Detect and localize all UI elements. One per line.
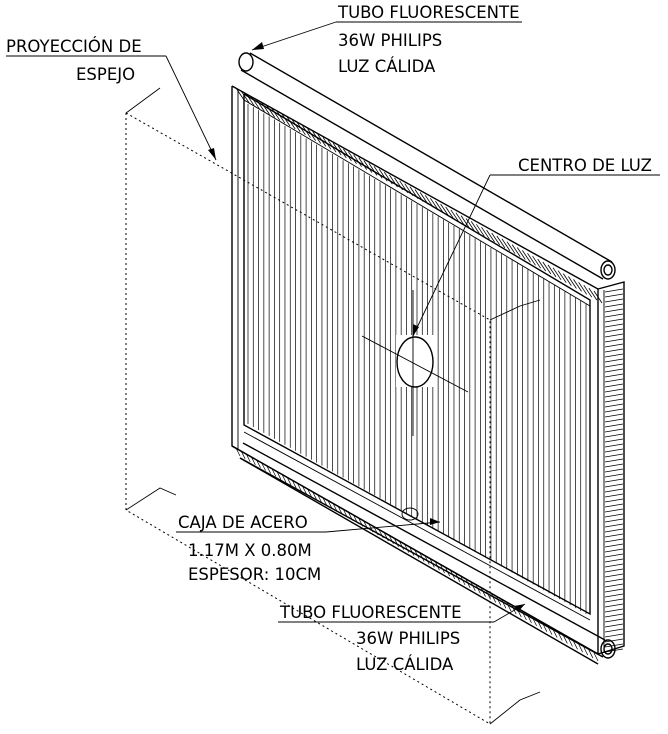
- label-tube-top: TUBO FLUORESCENTE 36W PHILIPS LUZ CÁLIDA: [337, 3, 520, 76]
- label-tube-bottom-line1: TUBO FLUORESCENTE: [279, 603, 462, 622]
- top-rail-hatching: [235, 87, 603, 304]
- label-box: CAJA DE ACERO 1.17M X 0.80M ESPESOR: 10C…: [178, 513, 321, 584]
- label-tube-bottom-line2: 36W PHILIPS: [356, 629, 460, 648]
- top-fluorescent-tube: [238, 52, 616, 280]
- side-hatching: [604, 288, 624, 653]
- label-box-line3: ESPESOR: 10CM: [188, 565, 321, 584]
- mirror-projection: [125, 87, 541, 725]
- label-mirror: PROYECCIÓN DE ESPEJO: [6, 37, 142, 84]
- label-tube-top-line1: TUBO FLUORESCENTE: [337, 3, 520, 22]
- bottom-rail-hatching: [235, 447, 599, 662]
- label-tube-top-line2: 36W PHILIPS: [338, 31, 442, 50]
- label-light-center: CENTRO DE LUZ: [518, 156, 652, 175]
- light-center: [361, 290, 469, 436]
- steel-box: [231, 85, 625, 665]
- label-box-line2: 1.17M X 0.80M: [188, 541, 312, 560]
- label-mirror-line1: PROYECCIÓN DE: [6, 37, 142, 56]
- label-tube-bottom-line3: LUZ CÁLIDA: [356, 655, 454, 674]
- bottom-rail-hole: [401, 507, 419, 521]
- label-box-line1: CAJA DE ACERO: [178, 513, 308, 532]
- label-tube-bottom: TUBO FLUORESCENTE 36W PHILIPS LUZ CÁLIDA: [279, 603, 462, 674]
- label-mirror-line2: ESPEJO: [76, 65, 135, 84]
- label-tube-top-line3: LUZ CÁLIDA: [338, 57, 436, 76]
- leader-lines: [6, 21, 660, 623]
